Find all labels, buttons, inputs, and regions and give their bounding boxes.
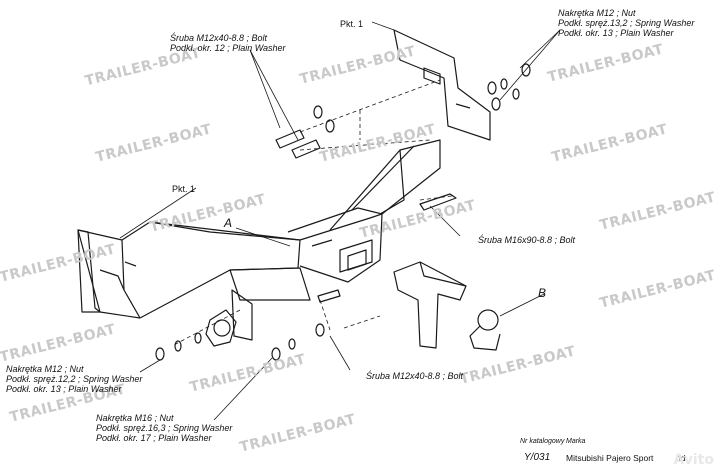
mid-bolt bbox=[419, 193, 457, 211]
callout-bottom-bolt: Śruba M12x40-8.8 ; Bolt bbox=[366, 371, 464, 381]
right-bracket bbox=[393, 29, 491, 141]
leader-lines bbox=[119, 21, 561, 421]
callout-line: Podkł. okr. 13 ; Plain Washer bbox=[558, 28, 674, 38]
catalog-number: Y/031 bbox=[524, 452, 551, 463]
alignment-lines bbox=[171, 79, 453, 347]
callout-line: Podkł. okr. 13 ; Plain Washer bbox=[6, 384, 122, 394]
callout-line: Nakrętka M12 ; Nut bbox=[6, 364, 84, 374]
model-suffix: od bbox=[676, 453, 686, 463]
part-ref-pkt1-left: Pkt. 1 bbox=[172, 184, 196, 194]
top-bolts bbox=[275, 105, 335, 159]
catalog-label: Nr katalogowy bbox=[520, 438, 565, 445]
part-letter-b: B bbox=[538, 286, 547, 300]
callout-line: Podkł. spręż.12,2 ; Spring Washer bbox=[6, 374, 143, 384]
callout-line: Podkł. spręż.13,2 ; Spring Washer bbox=[558, 18, 695, 28]
callout-line: Podkł. spręż.16,3 ; Spring Washer bbox=[96, 423, 233, 433]
callout-line: Podkł. okr. 12 ; Plain Washer bbox=[170, 43, 286, 53]
marka-label: Marka bbox=[566, 438, 586, 445]
callout-mid-bolt: Śruba M16x90-8.8 ; Bolt bbox=[478, 235, 576, 245]
bottom-nuts bbox=[155, 289, 341, 361]
part-letter-a: A bbox=[224, 216, 233, 230]
top-right-nuts bbox=[487, 63, 531, 111]
main-crossbar bbox=[77, 221, 311, 319]
callout-line: Nakrętka M12 ; Nut bbox=[558, 8, 636, 18]
socket-plate bbox=[205, 289, 253, 347]
callout-line: Nakrętka M16 ; Nut bbox=[96, 413, 174, 423]
avito-watermark: Avito bbox=[673, 452, 714, 468]
vehicle-model: Mitsubishi Pajero Sport bbox=[566, 453, 654, 463]
callout-line: Śruba M12x40-8.8 ; Bolt bbox=[170, 33, 268, 43]
receiver-tube bbox=[287, 207, 383, 283]
callout-line: Podkł. okr. 17 ; Plain Washer bbox=[96, 433, 212, 443]
ball-mount bbox=[393, 261, 501, 351]
left-bracket bbox=[77, 229, 137, 313]
support-arm bbox=[329, 139, 441, 231]
part-ref-pkt1-top: Pkt. 1 bbox=[340, 19, 364, 29]
